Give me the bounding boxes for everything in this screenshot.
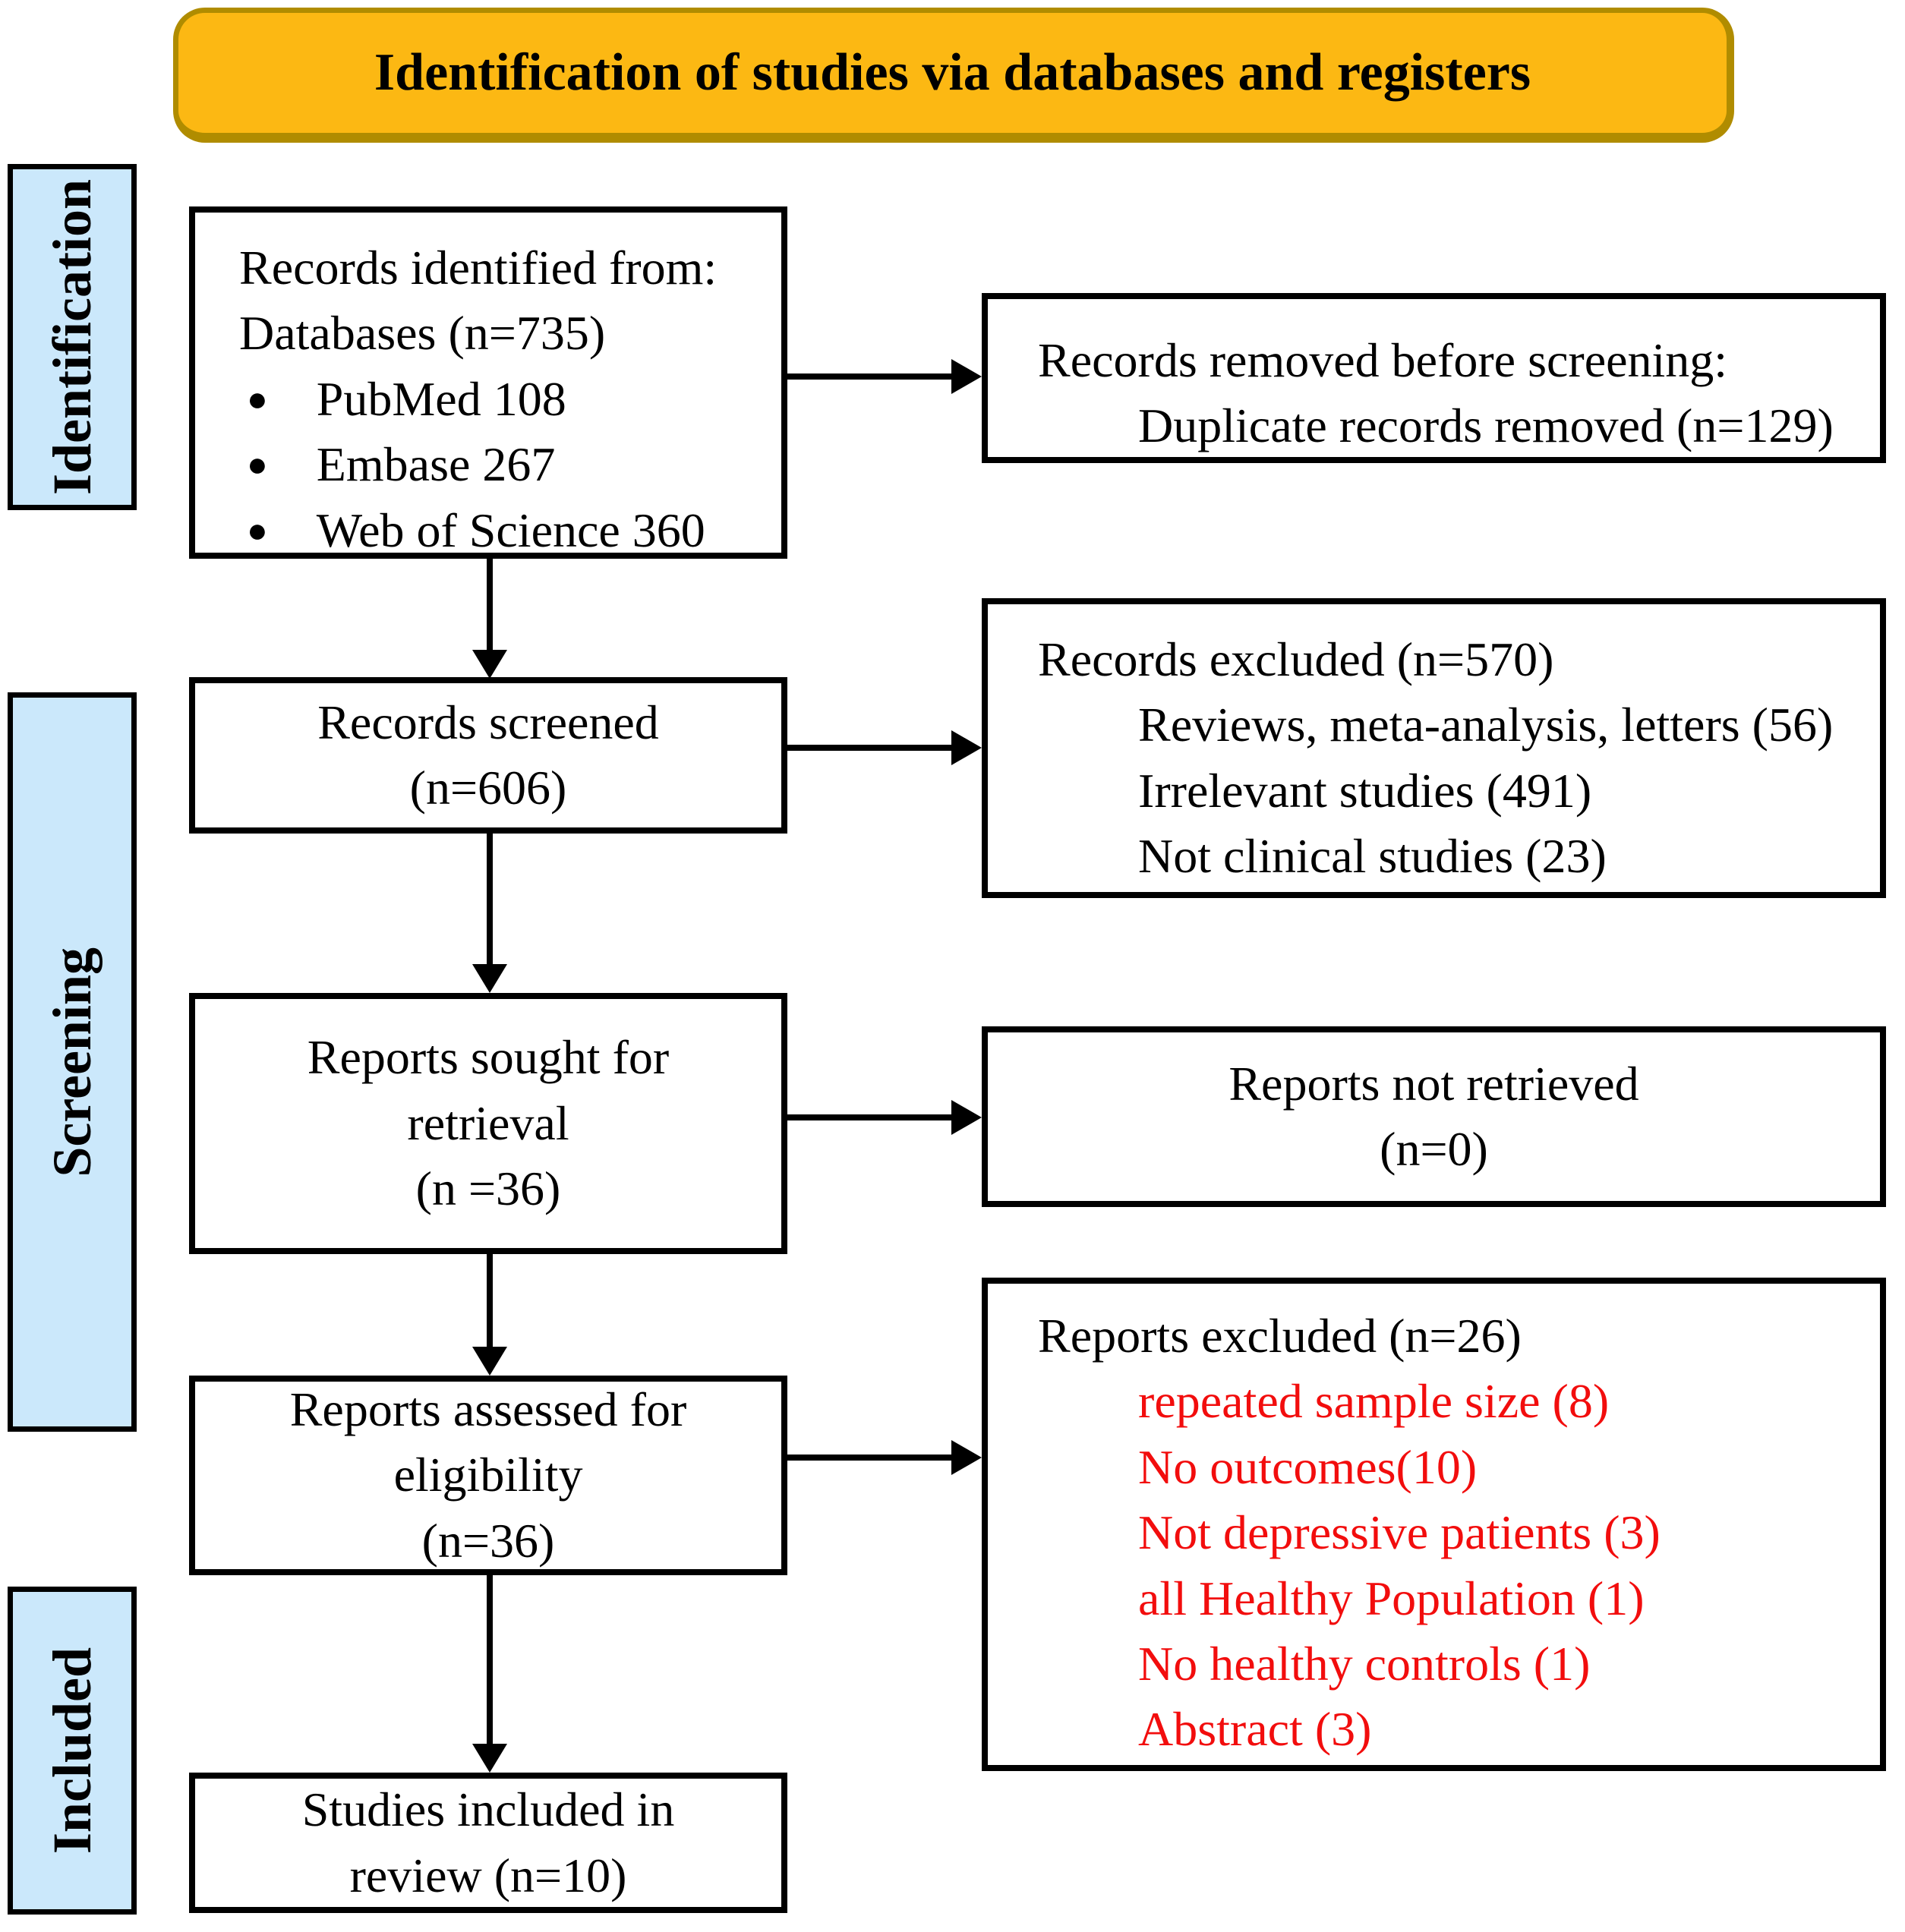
reports-excluded-title: Reports excluded (n=26): [1038, 1309, 1522, 1363]
arrow-line: [487, 1254, 493, 1348]
box-records-excluded: Records excluded (n=570) Reviews, meta-a…: [982, 598, 1886, 898]
records-excluded-item: Not clinical studies (23): [1138, 829, 1607, 884]
box-reports-assessed: Reports assessed for eligibility (n=36): [189, 1376, 787, 1575]
box-reports-excluded: Reports excluded (n=26) repeated sample …: [982, 1278, 1886, 1771]
arrowhead-down-icon: [472, 1744, 507, 1773]
bullet-icon: ●: [247, 445, 268, 484]
stage-label-included-text: Included: [41, 1647, 103, 1855]
arrowhead-down-icon: [472, 650, 507, 679]
box-studies-included: Studies included in review (n=10): [189, 1773, 787, 1913]
arrowhead-right-icon: [951, 1440, 982, 1475]
reports-excluded-item: Not depressive patients (3): [1138, 1505, 1661, 1560]
records-removed-item: Duplicate records removed (n=129): [1138, 399, 1834, 453]
arrow-line: [787, 745, 953, 751]
records-excluded-title: Records excluded (n=570): [1038, 632, 1554, 686]
records-removed-title: Records removed before screening:: [1038, 333, 1728, 387]
arrow-line: [787, 1114, 953, 1120]
records-identified-line2: Databases (n=735): [239, 306, 606, 361]
reports-assessed-count: (n=36): [421, 1513, 555, 1568]
reports-not-retrieved-line1: Reports not retrieved: [1228, 1056, 1639, 1111]
stage-label-screening-text: Screening: [41, 947, 103, 1177]
arrowhead-down-icon: [472, 1347, 507, 1376]
database-bullet-item: ● PubMed 108: [239, 367, 771, 432]
reports-excluded-item: repeated sample size (8): [1138, 1374, 1610, 1429]
records-excluded-item: Reviews, meta-analysis, letters (56): [1138, 698, 1834, 752]
records-identified-line1: Records identified from:: [239, 241, 718, 295]
arrowhead-right-icon: [951, 1100, 982, 1135]
box-reports-not-retrieved: Reports not retrieved (n=0): [982, 1026, 1886, 1207]
bullet-label-pubmed: PubMed 108: [316, 371, 566, 426]
reports-excluded-item: No healthy controls (1): [1138, 1636, 1591, 1691]
arrowhead-right-icon: [951, 730, 982, 765]
reports-sought-count: (n =36): [415, 1161, 561, 1216]
box-reports-sought: Reports sought for retrieval (n =36): [189, 993, 787, 1254]
reports-excluded-item: No outcomes(10): [1138, 1439, 1478, 1494]
stage-label-included: Included: [8, 1587, 137, 1915]
arrow-line: [787, 373, 953, 380]
banner-title: Identification of studies via databases …: [374, 43, 1531, 102]
database-bullet-item: ● Embase 267: [239, 432, 771, 497]
stage-label-screening: Screening: [8, 692, 137, 1432]
reports-assessed-line2: eligibility: [393, 1448, 583, 1502]
reports-not-retrieved-count: (n=0): [1380, 1122, 1488, 1176]
arrow-line: [787, 1455, 953, 1461]
studies-included-line1: Studies included in: [301, 1782, 675, 1837]
bullet-label-embase: Embase 267: [316, 437, 556, 492]
reports-excluded-item: Abstract (3): [1138, 1702, 1372, 1757]
stage-label-identification-text: Identification: [41, 178, 103, 495]
database-bullet-item: ● Web of Science 360: [239, 498, 771, 563]
reports-sought-line2: retrieval: [407, 1095, 569, 1150]
reports-assessed-line1: Reports assessed for: [289, 1382, 687, 1436]
box-records-screened: Records screened (n=606): [189, 677, 787, 834]
reports-sought-line1: Reports sought for: [307, 1030, 670, 1085]
arrow-line: [487, 559, 493, 651]
arrowhead-right-icon: [951, 359, 982, 394]
bullet-icon: ●: [247, 379, 268, 418]
box-records-removed: Records removed before screening: Duplic…: [982, 293, 1886, 463]
studies-included-count: review (n=10): [349, 1848, 627, 1902]
stage-label-identification: Identification: [8, 164, 137, 510]
records-screened-count: (n=606): [409, 761, 567, 815]
box-records-identified: Records identified from: Databases (n=73…: [189, 206, 787, 559]
arrow-line: [487, 834, 493, 966]
banner: Identification of studies via databases …: [173, 8, 1734, 143]
arrow-line: [487, 1575, 493, 1745]
bullet-label-web-of-science: Web of Science 360: [316, 503, 705, 557]
arrowhead-down-icon: [472, 964, 507, 993]
records-screened-line1: Records screened: [317, 695, 659, 749]
records-excluded-item: Irrelevant studies (491): [1138, 763, 1592, 818]
bullet-icon: ●: [247, 510, 268, 550]
reports-excluded-item: all Healthy Population (1): [1138, 1571, 1645, 1625]
